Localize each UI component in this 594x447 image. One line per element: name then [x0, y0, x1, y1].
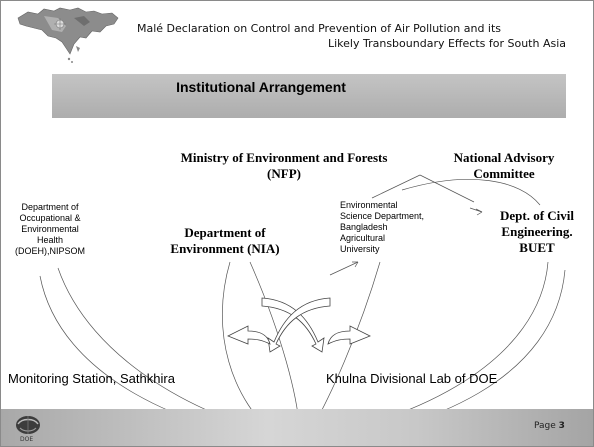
page-label: Page — [534, 421, 559, 431]
page-number-value: 3 — [558, 421, 565, 431]
node-esd-line5: University — [340, 244, 380, 254]
slide-header-title: Malé Declaration on Control and Preventi… — [135, 21, 570, 51]
node-doeh-line5: (DOEH),NIPSOM — [14, 246, 85, 256]
node-doeh-line3: Environmental — [21, 224, 79, 234]
page-number: Page 3 — [534, 421, 565, 431]
node-ministry-line1: Ministry of Environment and Forests — [180, 150, 388, 165]
node-doeh-line2: Occupational & — [19, 213, 81, 223]
node-monitoring-station: Monitoring Station, Sathkhira — [8, 371, 175, 386]
node-esd-line2: Science Department, — [340, 211, 425, 221]
node-ministry: Ministry of Environment and Forests (NFP… — [160, 150, 408, 182]
node-doeh-line4: Health — [36, 235, 63, 245]
connector-nac-to-civil — [419, 174, 475, 203]
connector-nac-to-esd — [371, 174, 421, 199]
node-esd-line3: Bangladesh — [340, 222, 388, 232]
node-civil-line1: Dept. of Civil — [499, 208, 575, 223]
south-asia-map-icon — [17, 7, 119, 63]
node-nac-line1: National Advisory — [453, 150, 555, 165]
header-title-line1: Malé Declaration on Control and Preventi… — [137, 22, 502, 35]
node-doeh-line1: Department of — [21, 202, 79, 212]
node-khulna-lab: Khulna Divisional Lab of DOE — [326, 371, 498, 386]
node-doe-line2: Environment (NIA) — [170, 241, 280, 256]
header-title-line2: Likely Transboundary Effects for South A… — [328, 37, 566, 50]
node-civil-engineering-buet: Dept. of Civil Engineering. BUET — [484, 208, 590, 256]
node-nac-line2: Committee — [473, 166, 535, 181]
node-doe-line1: Department of — [184, 225, 266, 240]
node-civil-line3: BUET — [519, 240, 555, 255]
connector-esd-arrow — [329, 261, 359, 276]
node-national-advisory-committee: National Advisory Committee — [434, 150, 574, 182]
node-doeh: Department of Occupational & Environment… — [2, 202, 98, 257]
footer-bar — [0, 409, 594, 447]
doe-globe-icon — [16, 416, 40, 434]
node-esd-line1: Environmental — [340, 200, 398, 210]
node-ministry-line2: (NFP) — [267, 166, 301, 181]
node-doe: Department of Environment (NIA) — [160, 225, 290, 257]
node-environmental-science-dept: Environmental Science Department, Bangla… — [340, 200, 450, 255]
banner-title: Institutional Arrangement — [176, 79, 346, 95]
exchange-arrows-icon — [227, 297, 371, 353]
section-banner: Institutional Arrangement — [52, 74, 566, 118]
connector-nac-arc — [401, 179, 541, 206]
node-civil-line2: Engineering. — [501, 224, 573, 239]
node-esd-line4: Agricultural — [340, 233, 386, 243]
doe-logo-text: DOE — [20, 436, 34, 443]
